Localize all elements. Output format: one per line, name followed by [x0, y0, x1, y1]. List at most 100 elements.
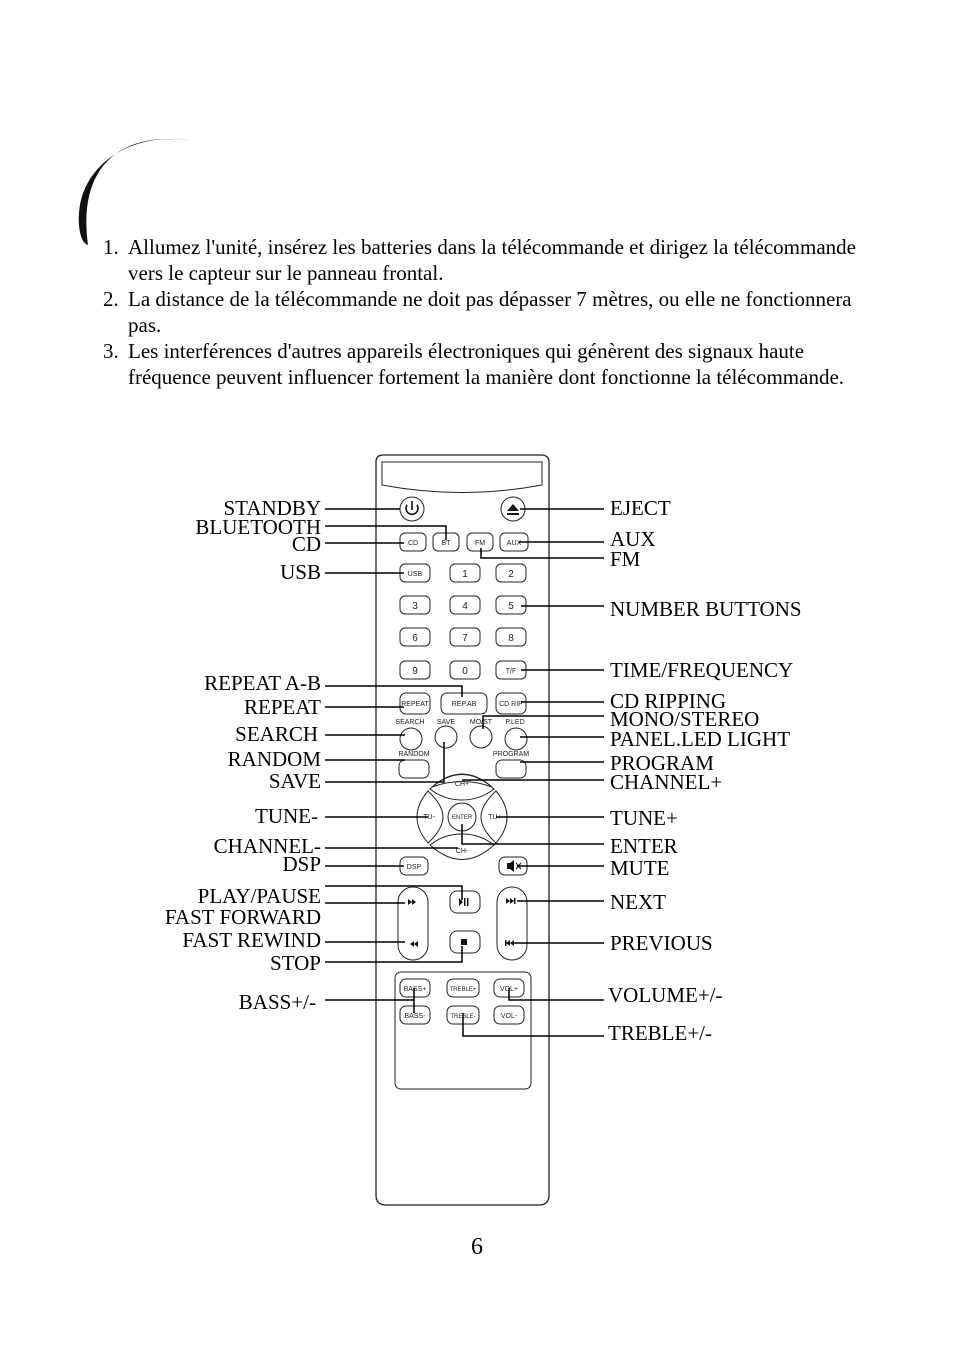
number-label-2: 2 [508, 569, 514, 580]
play-pause-leader [325, 885, 463, 900]
stop-leader [325, 946, 463, 963]
callout-cd-ripping: CD RIPPING [610, 689, 727, 713]
number-button-9[interactable] [399, 660, 431, 680]
number-label-9: 9 [412, 666, 418, 677]
instruction-text: Les interférences d'autres appareils éle… [128, 339, 845, 389]
bass-minus-label: BASS- [404, 1013, 426, 1020]
search-label: SEARCH [395, 719, 424, 726]
stop-button[interactable] [449, 930, 481, 954]
callout-standby: STANDBY [223, 496, 322, 520]
callout-repeat: REPEAT [243, 695, 321, 719]
instruction-text: La distance de la télécommande ne doit p… [128, 287, 852, 337]
tf-button-label: T/F [506, 668, 517, 675]
number-button-8[interactable] [495, 627, 527, 647]
cd-button-label: CD [408, 540, 418, 547]
lower-panel [394, 971, 532, 1090]
ch-minus-label: CH- [456, 848, 469, 855]
callout-program: PROGRAM [610, 751, 714, 775]
fast-rewind-icon [410, 941, 418, 947]
callout-fm: FM [610, 547, 641, 571]
mono-stereo-leader [482, 715, 604, 729]
fast-forward-icon [408, 899, 416, 905]
cdrip-button[interactable] [495, 692, 527, 715]
number-label-7: 7 [462, 633, 468, 644]
number-label-4: 4 [462, 601, 468, 612]
bass-minus-button[interactable] [399, 1005, 431, 1025]
callout-number-buttons: NUMBER BUTTONS [610, 597, 802, 621]
callout-eject: EJECT [610, 496, 671, 520]
vol-minus-button[interactable] [493, 1005, 525, 1025]
callout-dsp: DSP [282, 852, 321, 876]
number-button-4[interactable] [449, 595, 481, 615]
repab-button[interactable] [440, 692, 488, 715]
save-button[interactable] [434, 725, 458, 749]
callout-tune-plus: TUNE+ [610, 806, 678, 830]
instruction-number: 2. [103, 287, 119, 311]
cd-button[interactable] [399, 532, 427, 552]
fm-button[interactable] [466, 532, 494, 552]
enter-leader [461, 824, 604, 845]
callout-random: RANDOM [227, 747, 321, 771]
tu-minus-label: TU- [423, 814, 435, 821]
number-label-1: 1 [462, 569, 468, 580]
remote-sensor-window [381, 461, 543, 493]
instructions-list: 1. Allumez l'unité, insérez les batteries… [103, 234, 863, 390]
bluetooth-leader [325, 525, 447, 540]
callout-panel-led: PANEL.LED LIGHT [610, 727, 791, 751]
power-icon [405, 504, 419, 516]
ch-plus-button-outline [429, 774, 495, 801]
pled-label: P.LED [505, 719, 524, 726]
ff-rewind-rocker[interactable] [397, 886, 429, 961]
pause-bar-2 [467, 898, 469, 906]
ch-plus-label: CH+ [455, 781, 469, 788]
treble-plus-button[interactable] [446, 978, 480, 998]
number-button-6[interactable] [399, 627, 431, 647]
callout-mono-stereo: MONO/STEREO [610, 707, 760, 731]
callout-repeat-ab: REPEAT A-B [204, 671, 321, 695]
number-button-2[interactable] [495, 563, 527, 583]
number-button-0[interactable] [449, 660, 481, 680]
bass-leader [325, 988, 415, 1013]
previous-icon [506, 940, 514, 946]
number-label-6: 6 [412, 633, 418, 644]
number-label-0: 0 [462, 666, 468, 677]
instruction-item: 1. Allumez l'unité, insérez les batteries… [103, 234, 863, 286]
repeat-button[interactable] [399, 692, 431, 715]
random-label: RANDOM [398, 751, 429, 758]
play-pause-button[interactable] [449, 890, 481, 914]
callout-treble: TREBLE+/- [608, 1021, 712, 1045]
repab-button-label: REP.AB [452, 701, 477, 708]
repeat-button-label: REPEAT [401, 701, 429, 708]
number-button-1[interactable] [449, 563, 481, 583]
number-label-3: 3 [412, 601, 418, 612]
bt-button-label: BT [442, 540, 452, 547]
instruction-number: 1. [103, 235, 119, 259]
repeat-ab-leader [325, 685, 463, 697]
save-label: SAVE [437, 719, 455, 726]
bass-plus-button[interactable] [399, 978, 431, 998]
callout-mute: MUTE [610, 856, 670, 880]
program-button[interactable] [495, 759, 527, 779]
pled-button[interactable] [504, 727, 528, 751]
save-leader [325, 742, 445, 783]
number-button-7[interactable] [449, 627, 481, 647]
instruction-text: Allumez l'unité, insérez les batteries d… [128, 235, 856, 285]
most-button[interactable] [469, 725, 493, 749]
random-button[interactable] [398, 759, 430, 779]
number-button-3[interactable] [399, 595, 431, 615]
callout-search: SEARCH [235, 722, 318, 746]
callout-enter: ENTER [610, 834, 678, 858]
eject-icon [507, 504, 519, 511]
callout-tune-minus: TUNE- [255, 804, 318, 828]
program-label: PROGRAM [493, 751, 529, 758]
search-button[interactable] [399, 727, 423, 751]
callout-volume: VOLUME+/- [608, 983, 723, 1007]
next-previous-rocker[interactable] [496, 886, 528, 961]
next-icon [506, 898, 514, 904]
callout-bluetooth: BLUETOOTH [195, 515, 321, 539]
aux-button-label: AUX [507, 540, 522, 547]
number-button-5[interactable] [495, 595, 527, 615]
callout-play-pause: PLAY/PAUSE [197, 884, 321, 908]
callout-previous: PREVIOUS [610, 931, 713, 955]
instruction-number: 3. [103, 339, 119, 363]
